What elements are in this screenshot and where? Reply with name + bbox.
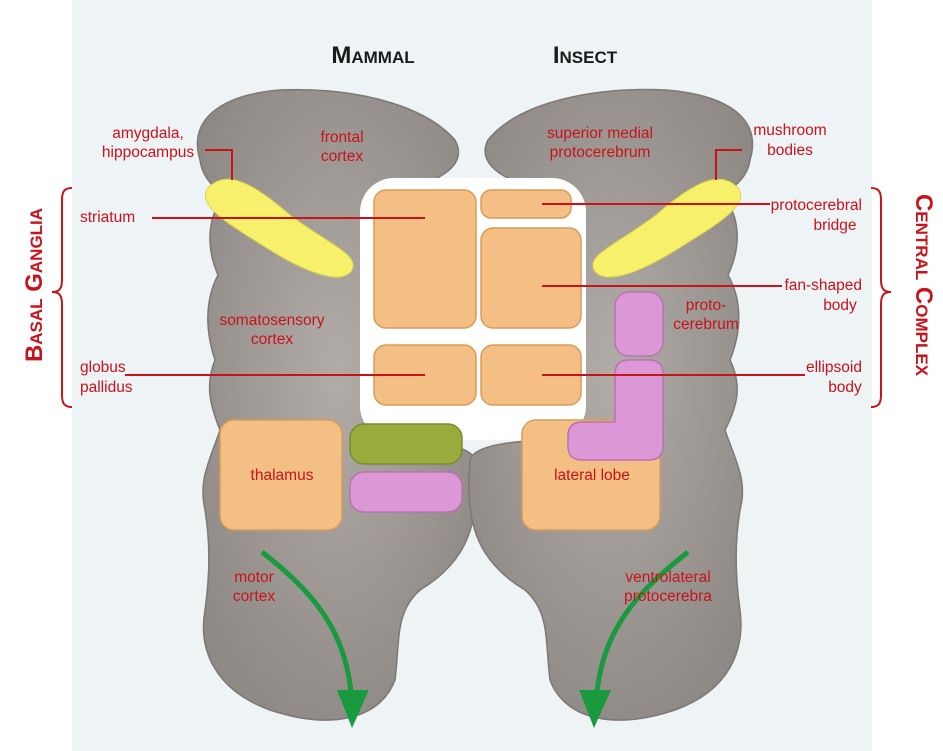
motor-label-line2: cortex	[233, 588, 275, 605]
protocerebrum-pink-upper	[615, 292, 663, 356]
eb-label-line2: body	[828, 379, 862, 396]
ventrolateral-label-line1: ventrolateral	[625, 569, 710, 586]
thalamus-label: thalamus	[251, 467, 314, 484]
mammal-pink-structure	[350, 472, 462, 512]
left-brace	[52, 188, 72, 407]
striatum-block	[374, 190, 476, 328]
protocerebrum-label-line2: cerebrum	[673, 316, 738, 333]
right-brace	[871, 188, 891, 407]
lateral-lobe-label: lateral lobe	[554, 467, 630, 484]
amygdala-label-line2: hippocampus	[102, 144, 194, 161]
smp-label-line1: superior medial	[547, 125, 653, 142]
striatum-label: striatum	[80, 209, 135, 226]
basal-ganglia-label: Basal Ganglia	[21, 208, 48, 362]
amygdala-label-line1: amygdala,	[112, 125, 184, 142]
smp-label-line2: protocerebrum	[550, 144, 651, 161]
pb-label-line1: protocerebral	[771, 197, 862, 214]
mushroom-label-line2: bodies	[767, 142, 813, 159]
globus-label-line2: pallidus	[80, 379, 133, 396]
insect-header: Insect	[553, 42, 618, 69]
eb-label-line1: ellipsoid	[806, 359, 862, 376]
somatosensory-label-line2: cortex	[251, 331, 293, 348]
ventrolateral-label-line2: protocerebra	[624, 588, 712, 605]
fan-shaped-body-block	[481, 228, 581, 328]
fsb-label-line1: fan-shaped	[784, 277, 862, 294]
green-structure	[350, 424, 462, 464]
central-complex-label: Central Complex	[910, 194, 937, 377]
frontal-label-line2: cortex	[321, 148, 363, 165]
mushroom-label-line1: mushroom	[753, 122, 826, 139]
fsb-label-line2: body	[823, 297, 857, 314]
globus-label-line1: globus	[80, 359, 126, 376]
somatosensory-label-line1: somatosensory	[219, 312, 324, 329]
pb-label-line2: bridge	[813, 217, 856, 234]
frontal-label-line1: frontal	[320, 129, 363, 146]
protocerebrum-label-line1: proto-	[686, 297, 727, 314]
mammal-header: Mammal	[331, 42, 414, 69]
motor-label-line1: motor	[234, 569, 274, 586]
